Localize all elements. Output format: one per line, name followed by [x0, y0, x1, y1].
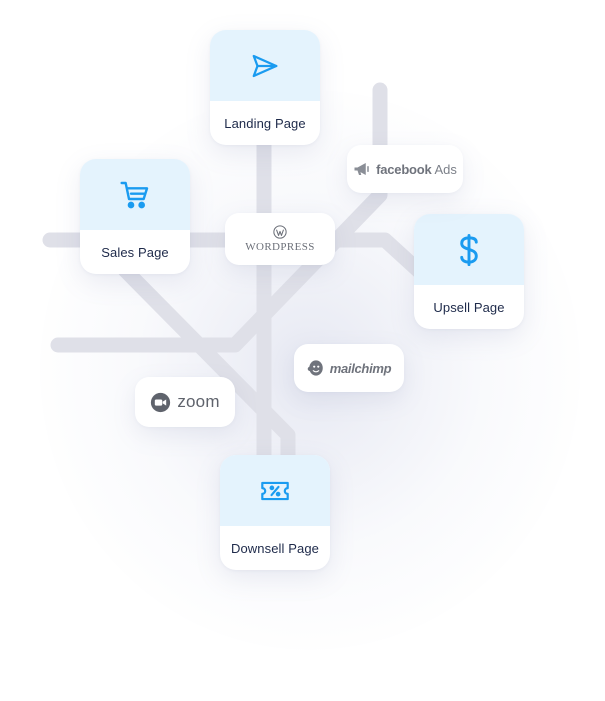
node-sales-header: [80, 159, 190, 230]
wordpress-logo-icon: [273, 225, 287, 239]
node-landing-label: Landing Page: [224, 115, 306, 131]
zoom-text: zoom: [177, 392, 220, 411]
node-upsell-page[interactable]: Upsell Page: [414, 214, 524, 329]
integration-zoom[interactable]: zoom: [135, 377, 235, 427]
facebook-ads-text: facebook Ads: [376, 162, 457, 177]
integration-wordpress[interactable]: WordPress: [225, 213, 335, 265]
node-upsell-header: [414, 214, 524, 285]
node-sales-page[interactable]: Sales Page: [80, 159, 190, 274]
node-landing-page[interactable]: Landing Page: [210, 30, 320, 145]
zoom-camera-icon: [151, 392, 171, 412]
cart-icon: [120, 181, 149, 208]
node-downsell-label: Downsell Page: [230, 540, 319, 556]
mailchimp-logo-icon: [307, 360, 323, 376]
send-icon: [252, 54, 278, 77]
mailchimp-text: mailchimp: [329, 360, 392, 376]
integration-mailchimp[interactable]: mailchimp: [294, 344, 404, 392]
node-downsell-page[interactable]: Downsell Page: [220, 455, 330, 570]
dollar-icon: [460, 233, 478, 266]
integration-facebook-ads[interactable]: facebook Ads: [347, 145, 463, 193]
wordpress-text: WordPress: [245, 241, 315, 253]
connector-facebook-branch: [50, 82, 388, 353]
facebook-ads-suffix: Ads: [434, 161, 457, 177]
discount-ticket-icon: [261, 481, 289, 500]
node-landing-header: [210, 30, 320, 101]
node-upsell-label: Upsell Page: [433, 299, 505, 315]
node-downsell-header: [220, 455, 330, 526]
facebook-brand: facebook: [376, 161, 432, 177]
node-sales-label: Sales Page: [101, 244, 169, 260]
megaphone-icon: [354, 163, 369, 175]
